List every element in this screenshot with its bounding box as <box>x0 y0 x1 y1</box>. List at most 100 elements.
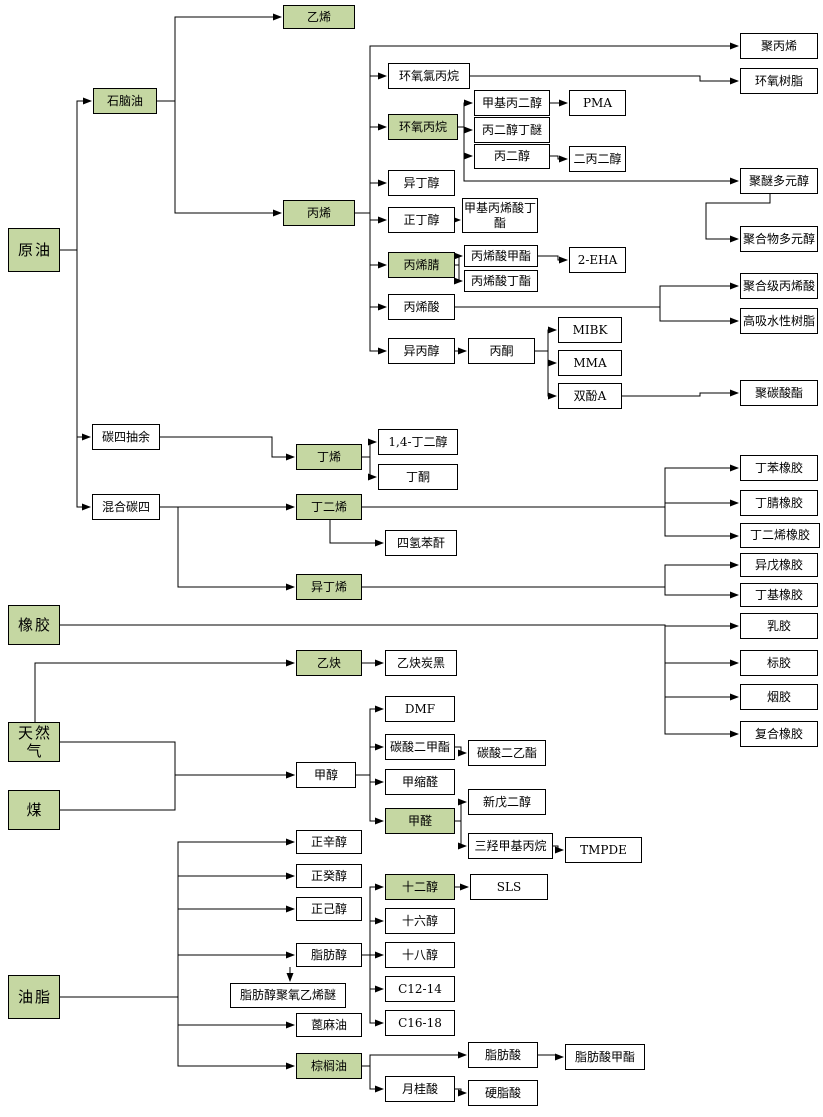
node-polycarbonate: 聚碳酸酯 <box>740 380 818 406</box>
node-n-hexanol: 正己醇 <box>296 897 362 921</box>
node-acrylic-acid: 丙烯酸 <box>388 294 455 320</box>
edge-coal--methanol <box>60 771 295 811</box>
edge-mixed-c4--isobutylene <box>160 506 295 591</box>
edge-rubber--compound-rubber <box>60 624 739 738</box>
node-isoprene-rubber: 异戊橡胶 <box>740 553 818 577</box>
node-natural-gas: 天然气 <box>8 722 60 762</box>
node-dmc: 碳酸二甲酯 <box>385 734 455 760</box>
edge-fatty-alcohol--c12-14 <box>362 954 384 993</box>
node-isobutylene: 异丁烯 <box>296 574 362 600</box>
node-rubber: 橡胶 <box>8 605 60 645</box>
node-formaldehyde: 甲醛 <box>385 808 455 834</box>
edge-acetone--mma <box>535 350 557 367</box>
node-polymer-grade-aa: 聚合级丙烯酸 <box>740 273 818 299</box>
node-cetyl-alcohol: 十六醇 <box>385 908 455 934</box>
node-naphtha: 石脑油 <box>93 88 157 114</box>
edge-propylene--isopropanol <box>355 212 387 355</box>
edge-butene--bdo <box>362 438 377 458</box>
node-crude-oil: 原油 <box>8 228 60 272</box>
edge-palm-oil--lauric-acid <box>362 1065 384 1093</box>
edge-propylene-glycol--dipropylene-glycol <box>550 155 568 163</box>
node-butadiene: 丁二烯 <box>296 494 362 520</box>
edge-butene--mek <box>362 456 377 481</box>
edge-isobutylene--isoprene-rubber <box>362 561 739 588</box>
edge-methyl-acrylate--eha <box>538 255 568 264</box>
edge-acrylonitrile--butyl-acrylate <box>454 264 463 285</box>
edge-acrylonitrile--methyl-acrylate <box>454 252 463 266</box>
node-rss: 烟胶 <box>740 684 818 710</box>
edge-methanol--formaldehyde <box>356 774 384 825</box>
edge-oils-fats--n-octanol <box>60 838 295 998</box>
edge-fatty-acid--fame <box>538 1053 564 1061</box>
node-mma: MMA <box>558 350 622 376</box>
edge-formaldehyde--npg <box>455 798 467 822</box>
edge-fatty-alcohol--cetyl-alcohol <box>362 917 384 956</box>
node-bisphenol-a: 双酚A <box>558 383 622 409</box>
node-acrylonitrile: 丙烯腈 <box>388 252 455 278</box>
edge-bisphenol-a--polycarbonate <box>622 389 739 397</box>
edge-lauric-acid--stearic-acid <box>455 1088 467 1097</box>
node-compound-rubber: 复合橡胶 <box>740 721 818 747</box>
node-isopropanol: 异丙醇 <box>388 338 455 364</box>
node-methanol: 甲醇 <box>296 762 356 788</box>
node-methyl-acrylate: 丙烯酸甲酯 <box>464 245 538 267</box>
edge-polyether-polyol--polymer-polyol <box>705 194 771 243</box>
node-n-octanol: 正辛醇 <box>296 830 362 854</box>
node-thpa: 四氢苯酐 <box>385 530 457 556</box>
node-oils-fats: 油脂 <box>8 975 60 1019</box>
node-c4-raffinate: 碳四抽余 <box>92 424 160 450</box>
node-pg-butyl-ether: 丙二醇丁醚 <box>474 117 550 143</box>
node-butyl-acrylate: 丙烯酸丁酯 <box>464 270 538 292</box>
edge-butadiene--nbr <box>362 499 739 508</box>
edge-butadiene--thpa <box>329 520 384 547</box>
node-dec: 碳酸二乙酯 <box>468 740 546 766</box>
edge-propylene-oxide--methyl-propanediol <box>458 99 473 128</box>
edge-dmc--dec <box>455 746 467 757</box>
node-epichlorohydrin: 环氧氯丙烷 <box>388 63 470 89</box>
node-sap: 高吸水性树脂 <box>740 308 818 334</box>
edge-natural-gas--acetylene <box>34 659 295 722</box>
node-butene: 丁烯 <box>296 444 362 470</box>
node-coal: 煤 <box>8 790 60 830</box>
node-nbr: 丁腈橡胶 <box>740 490 818 516</box>
edge-naphtha--propylene <box>157 100 282 217</box>
edge-crude-oil--naphtha <box>60 97 92 251</box>
edge-formaldehyde--tmp <box>455 820 467 850</box>
node-lauric-acid: 月桂酸 <box>385 1076 455 1102</box>
node-stearic-acid: 硬脂酸 <box>468 1080 538 1106</box>
node-acetylene-black: 乙炔炭黑 <box>385 650 457 676</box>
node-palm-oil: 棕榈油 <box>296 1053 362 1079</box>
edge-tmp--tmpde <box>553 845 564 854</box>
edge-crude-oil--mixed-c4 <box>60 249 91 511</box>
node-dmf: DMF <box>385 696 455 722</box>
edge-acetone--mibk <box>535 326 557 352</box>
node-sls: SLS <box>470 874 548 900</box>
edge-oils-fats--n-decanol <box>60 872 295 998</box>
node-bdo: 1,4-丁二醇 <box>378 429 458 455</box>
node-fatty-alcohol: 脂肪醇 <box>296 943 362 967</box>
node-butyl-rubber: 丁基橡胶 <box>740 583 818 607</box>
edge-butadiene--br <box>362 506 739 540</box>
node-polypropylene: 聚丙烯 <box>740 33 818 59</box>
edge-natural-gas--methanol <box>60 741 295 779</box>
node-n-butanol: 正丁醇 <box>388 207 455 233</box>
node-butyl-methacrylate: 甲基丙烯酸丁酯 <box>462 198 538 233</box>
edge-palm-oil--fatty-acid <box>362 1051 467 1067</box>
node-eha: 2-EHA <box>569 247 626 273</box>
edge-c4-raffinate--butene <box>160 436 295 461</box>
node-methyl-propanediol: 甲基丙二醇 <box>474 90 550 116</box>
edge-isobutylene--butyl-rubber <box>362 586 739 599</box>
node-ethylene: 乙烯 <box>283 5 355 29</box>
edge-naphtha--ethylene <box>157 13 282 102</box>
edge-epichlorohydrin--epoxy-resin <box>470 75 739 85</box>
edge-fatty-alcohol--c16-18 <box>362 954 384 1027</box>
edge-propylene-oxide--propylene-glycol <box>458 126 473 160</box>
node-c12-14: C12-14 <box>385 976 455 1002</box>
node-polymer-polyol: 聚合物多元醇 <box>740 226 818 252</box>
node-tmpde: TMPDE <box>565 837 642 863</box>
edge-crude-oil--c4-raffinate <box>60 249 91 441</box>
edge-acrylic-acid--sap <box>455 306 739 325</box>
node-dipropylene-glycol: 二丙二醇 <box>569 146 626 172</box>
